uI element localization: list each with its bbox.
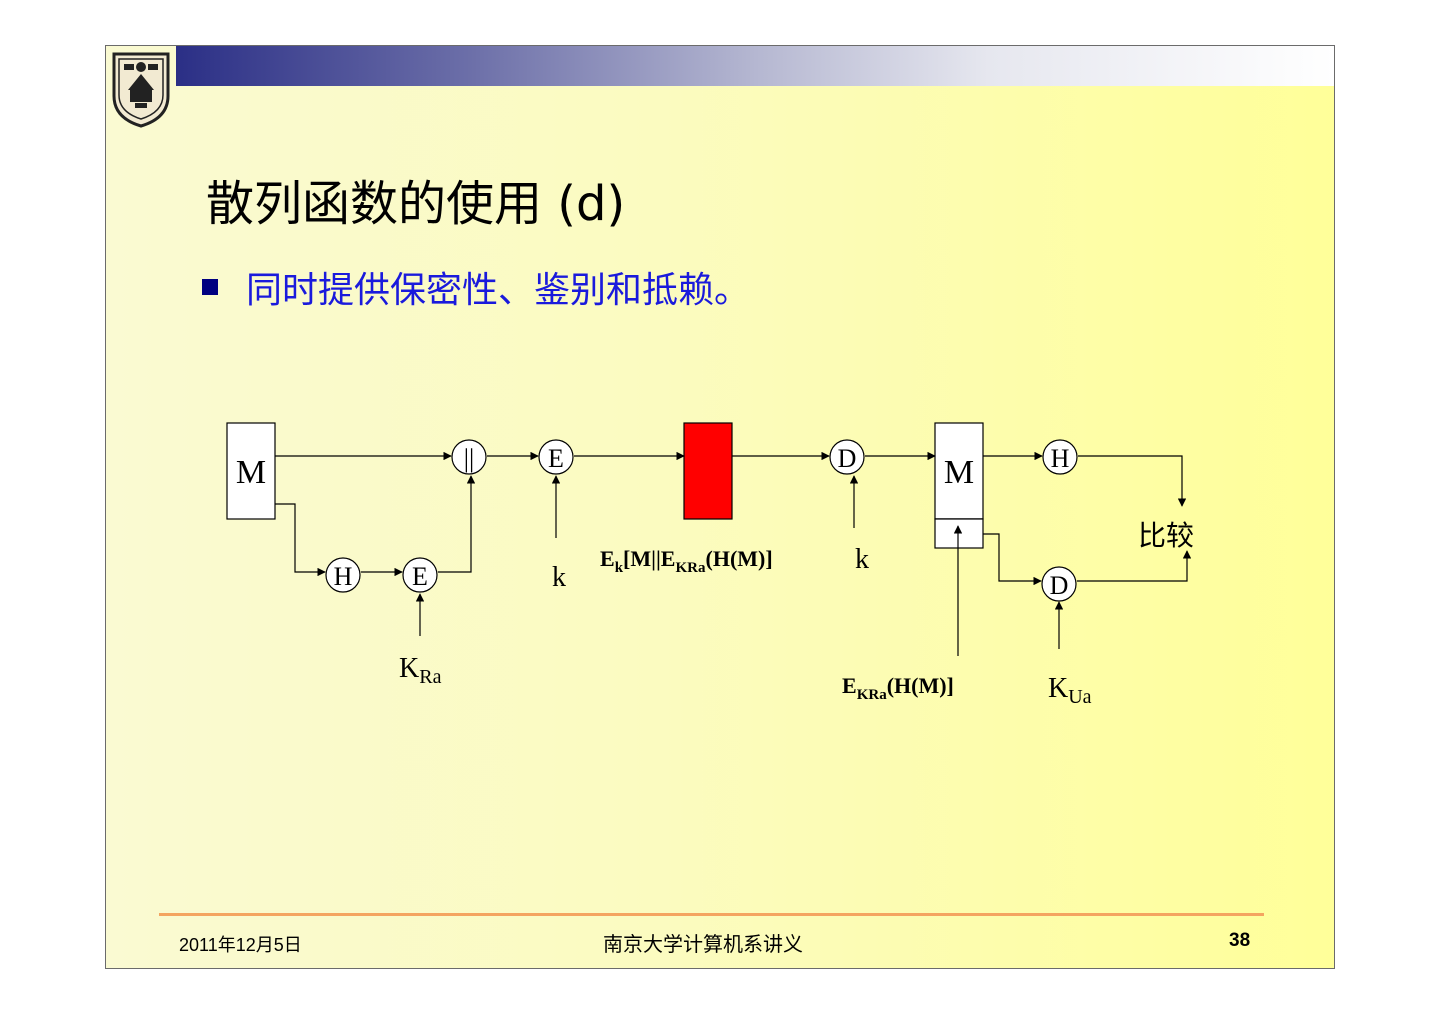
page-title: 散列函数的使用 (d) [206, 176, 626, 232]
nanjing-university-logo [112, 52, 170, 128]
decrypt-node: D [829, 439, 865, 475]
encrypt-label: E [548, 444, 564, 473]
verify-label: D [1050, 571, 1069, 600]
hash-usage-diagram: M || E H E D [226, 422, 1194, 708]
bullet-square-icon [202, 279, 218, 295]
key-kua: KUa [1048, 673, 1092, 708]
decrypt-label: D [838, 444, 857, 473]
ciphertext-block [683, 422, 733, 520]
encrypt-node: E [538, 439, 574, 475]
ciphertext-formula: Ek[M||EKRa(H(M)] [600, 546, 773, 576]
concat-label: || [464, 444, 474, 473]
title-gradient-bar [176, 46, 1334, 86]
key-k-encrypt: k [552, 562, 566, 593]
key-kra: KRa [399, 653, 442, 688]
hash-label-sender: H [334, 562, 353, 591]
footer-course-title: 南京大学计算机系讲义 [603, 932, 803, 956]
diagram-connectors [275, 451, 1192, 656]
page-number: 38 [1229, 930, 1251, 951]
sign-label: E [412, 562, 428, 591]
message-label-dest: M [944, 454, 974, 491]
compare-label: 比较 [1138, 520, 1194, 552]
slide: 散列函数的使用 (d) 同时提供保密性、鉴别和抵赖。 M || E H [105, 45, 1335, 969]
hash-node-sender: H [325, 557, 361, 593]
hash-node-receiver: H [1042, 439, 1078, 475]
verify-node: D [1041, 566, 1077, 602]
key-k-decrypt: k [855, 544, 869, 575]
hash-label-receiver: H [1051, 444, 1070, 473]
message-box-dest: M [934, 422, 984, 549]
sign-node: E [402, 557, 438, 593]
bullet-text: 同时提供保密性、鉴别和抵赖。 [246, 270, 751, 311]
concat-node: || [451, 439, 487, 475]
message-box-source: M [226, 422, 276, 520]
footer-date: 2011年12月5日 [179, 935, 302, 955]
footer-divider [159, 913, 1264, 916]
message-label-source: M [236, 454, 266, 491]
signature-formula: EKRa(H(M)] [842, 673, 954, 703]
